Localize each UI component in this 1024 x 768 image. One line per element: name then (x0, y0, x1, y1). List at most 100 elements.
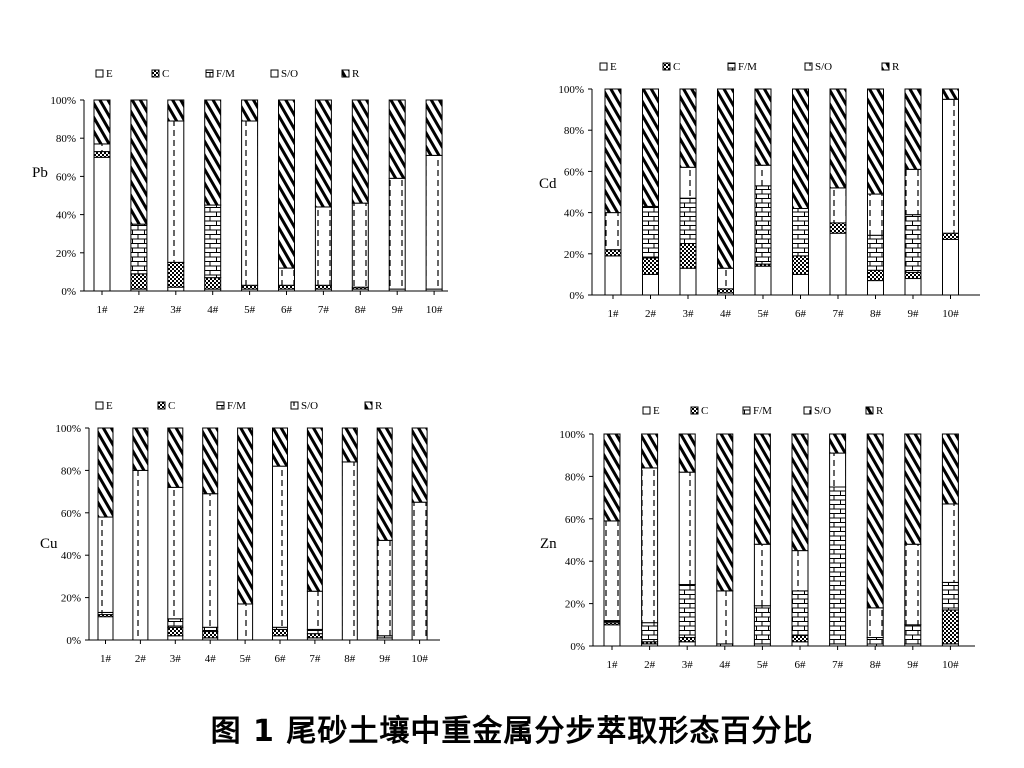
segment-so (867, 193, 884, 236)
y-tick-label: 80% (564, 125, 584, 137)
legend-c-label: C (673, 61, 680, 73)
x-tick-label: 9# (392, 304, 404, 316)
y-tick-label: 0% (570, 641, 585, 653)
segment-so (754, 164, 772, 187)
segment-fm (679, 197, 697, 244)
y-tick-label: 80% (565, 471, 585, 483)
segment-so (829, 452, 847, 488)
segment-so (97, 516, 114, 613)
x-tick-label: 3# (683, 308, 695, 320)
segment-r (376, 427, 393, 541)
segment-r (278, 99, 295, 269)
bar-7# (829, 88, 847, 296)
x-tick-label: 1# (100, 653, 112, 665)
legend-so-label: S/O (815, 61, 832, 73)
segment-so (641, 467, 659, 624)
x-tick-label: 6# (795, 308, 807, 320)
y-tick-label: 20% (564, 249, 584, 261)
legend-fm: F/M (727, 61, 757, 73)
x-tick-label: 5# (757, 659, 769, 671)
bar-5# (754, 88, 772, 296)
segment-c (942, 232, 959, 240)
x-tick-label: 7# (833, 308, 845, 320)
segment-r (603, 433, 621, 522)
segment-r (867, 88, 884, 195)
legend-fm: F/M (742, 405, 772, 417)
segment-r (314, 99, 332, 208)
segment-r (341, 427, 358, 463)
x-tick-label: 3# (170, 304, 182, 316)
legend-e: E (95, 68, 113, 80)
legend-e-swatch (599, 62, 608, 71)
segment-r (753, 433, 771, 545)
legend-r-label: R (375, 400, 383, 412)
segment-r (411, 427, 428, 503)
bar-10# (941, 433, 959, 647)
legend-fm: F/M (216, 400, 246, 412)
segment-c (792, 255, 809, 275)
bar-8# (866, 433, 884, 647)
bar-4# (204, 99, 222, 292)
y-tick-label: 60% (61, 508, 81, 520)
segment-so (314, 206, 332, 286)
x-tick-label: 9# (379, 653, 391, 665)
segment-r (272, 427, 288, 467)
segment-c (904, 271, 922, 280)
legend-so-label: S/O (301, 400, 318, 412)
x-tick-label: 2# (644, 659, 656, 671)
segment-r (716, 433, 734, 592)
segment-r (306, 427, 323, 592)
x-tick-label: 6# (281, 304, 293, 316)
y-tick-label: 60% (564, 166, 584, 178)
segment-c (130, 273, 148, 290)
segment-so (241, 120, 259, 286)
segment-c (642, 257, 659, 275)
segment-r (829, 88, 847, 189)
legend-so-swatch (803, 406, 812, 415)
segment-so (93, 143, 111, 153)
segment-r (791, 433, 809, 552)
legend-e-label: E (653, 405, 660, 417)
legend-e: E (642, 405, 660, 417)
segment-so (717, 267, 734, 290)
legend-r-label: R (892, 61, 900, 73)
y-tick-label: 100% (50, 95, 76, 107)
bar-5# (241, 99, 259, 292)
y-tick-label: 20% (565, 599, 585, 611)
segment-e (792, 273, 809, 296)
segment-c (272, 628, 288, 637)
legend-fm: F/M (205, 68, 235, 80)
legend-c-swatch (690, 406, 699, 415)
segment-e (167, 286, 185, 292)
segment-so (132, 469, 149, 641)
segment-so (306, 590, 323, 630)
legend-r-swatch (341, 69, 350, 78)
bar-2# (130, 99, 148, 292)
legend-so-swatch (270, 69, 279, 78)
bar-4# (716, 433, 734, 647)
bar-2# (132, 427, 149, 641)
legend-e: E (95, 400, 113, 412)
x-tick-label: 4# (205, 653, 217, 665)
bar-4# (717, 88, 734, 296)
bar-5# (237, 427, 254, 641)
legend-c-label: C (168, 400, 175, 412)
legend-c-label: C (701, 405, 708, 417)
segment-e (603, 624, 621, 647)
segment-fm (642, 205, 659, 259)
bar-10# (411, 427, 428, 641)
x-tick-label: 2# (645, 308, 657, 320)
legend-r: R (881, 61, 900, 73)
bar-9# (376, 427, 393, 641)
y-tick-label: 0% (66, 635, 81, 647)
segment-r (167, 99, 185, 122)
segment-c (791, 634, 809, 643)
x-tick-label: 1# (608, 308, 620, 320)
legend-so-swatch (290, 401, 299, 410)
segment-r (792, 88, 809, 209)
segment-c (241, 284, 259, 290)
legend-r: R (865, 405, 884, 417)
bar-9# (388, 99, 406, 292)
segment-so (167, 486, 184, 620)
